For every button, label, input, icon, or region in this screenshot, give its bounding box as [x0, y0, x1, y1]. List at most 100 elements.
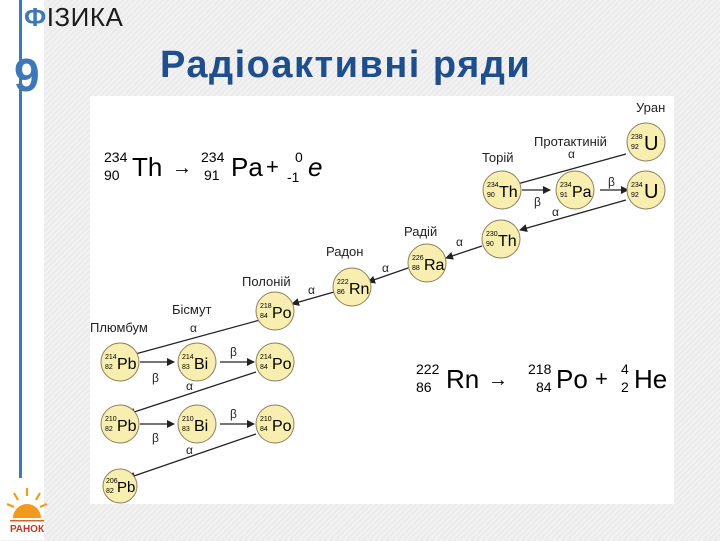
arrow-u238-th234 [509, 153, 627, 188]
nuclide-ra226-symbol: Ra [424, 257, 445, 274]
eq2-plus: + [595, 366, 608, 391]
nuclide-rn222-symbol: Rn [349, 281, 369, 298]
nuclide-u234-charge: 92 [631, 192, 639, 199]
nuclide-th230: 230 90 Th [481, 219, 521, 259]
eq1-pa-charge: 91 [204, 167, 220, 183]
nuclide-po210-mass: 210 [260, 416, 272, 423]
nuclide-u234-symbol: U [644, 181, 658, 203]
nuclide-rn222-mass: 222 [337, 279, 349, 286]
decay-type-labels: α β β α α α α α β β α β β α [152, 147, 615, 457]
decay-alpha-7: α [186, 379, 193, 393]
label-polonium: Полоній [242, 274, 291, 289]
nuclide-th234-charge: 90 [487, 192, 495, 199]
sidebar-accent-strip [19, 0, 22, 478]
nuclide-pb210-symbol: Pb [117, 418, 137, 435]
label-thorium: Торій [482, 150, 514, 165]
arrow-rn222-po218 [291, 291, 335, 306]
sidebar [0, 0, 44, 540]
decay-alpha-1: α [568, 147, 575, 161]
eq1-pa-symbol: Pa [231, 152, 263, 182]
nuclide-u234: 234 92 U [626, 170, 666, 210]
eq2-po-charge: 84 [536, 379, 552, 395]
nuclide-th234-mass: 234 [487, 182, 499, 189]
eq1-e-mass: 0 [295, 149, 303, 165]
decay-beta-3: β [152, 371, 159, 385]
nuclide-u238-mass: 238 [631, 134, 643, 141]
nuclide-ra226: 226 88 Ra [407, 243, 447, 283]
nuclide-bi210-charge: 83 [182, 426, 190, 433]
nuclide-pb210-charge: 82 [105, 426, 113, 433]
arrow-th230-ra226 [445, 245, 483, 260]
eq1-pa-mass: 234 [201, 149, 225, 165]
eq2-he-symbol: He [634, 364, 667, 394]
nuclide-ra226-mass: 226 [412, 255, 424, 262]
nuclide-po218-symbol: Po [272, 305, 292, 322]
eq2-he-charge: 2 [621, 379, 629, 395]
label-bismuth: Бісмут [172, 302, 212, 317]
eq2-rn-symbol: Rn [446, 364, 479, 394]
eq2-arrow: → [488, 369, 508, 391]
nuclide-po218-charge: 84 [260, 313, 268, 320]
nuclide-pa234-mass: 234 [560, 182, 572, 189]
nuclide-bi210-symbol: Bi [194, 418, 208, 435]
nuclide-u238-charge: 92 [631, 144, 639, 151]
nuclide-po210-symbol: Po [272, 418, 292, 435]
nuclide-bi210-mass: 210 [182, 416, 194, 423]
nuclide-ra226-charge: 88 [412, 265, 420, 272]
eq2-he-mass: 4 [621, 361, 629, 377]
eq2-rn-charge: 86 [416, 379, 432, 395]
nuclide-pb210-mass: 210 [105, 416, 117, 423]
decay-alpha-6: α [190, 321, 197, 335]
eq1-plus: + [266, 154, 279, 179]
series-labels: Уран Протактиній Торій Радій Радон Полон… [90, 100, 665, 335]
decay-series-diagram: 234 90 Th → 234 91 Pa + 0 -1 e 222 86 Rn… [90, 100, 667, 504]
decay-alpha-5: α [308, 283, 315, 297]
decay-arrows [127, 153, 629, 480]
publisher-sun-icon: РАНОК [6, 488, 48, 535]
grade-number: 9 [14, 49, 40, 101]
nuclide-pa234-symbol: Pa [572, 184, 592, 201]
eq1-electron-symbol: e [308, 152, 322, 182]
nuclide-bi214-symbol: Bi [194, 356, 208, 373]
eq1-th-charge: 90 [104, 167, 120, 183]
arrow-po210-pb206 [127, 433, 257, 480]
arrow-po214-pb210 [127, 371, 257, 416]
decay-alpha-3: α [456, 235, 463, 249]
nuclide-po214: 214 84 Po [255, 342, 295, 382]
brand-title: ФІЗИКА [24, 2, 123, 33]
nuclide-u234-mass: 234 [631, 182, 643, 189]
nuclide-pb206: 206 82 Pb [102, 468, 138, 504]
nuclide-po210: 210 84 Po [255, 404, 295, 444]
nuclide-pb214-mass: 214 [105, 354, 117, 361]
nuclide-po214-mass: 214 [260, 354, 272, 361]
brand-title-rest: ІЗИКА [46, 2, 124, 32]
nuclide-po214-charge: 84 [260, 364, 268, 371]
nuclide-th230-charge: 90 [486, 241, 494, 248]
eq1-th-symbol: Th [132, 152, 162, 182]
nuclide-circles: 238 92 U 234 90 Th 234 91 Pa 234 92 U 23… [100, 122, 666, 504]
label-radon: Радон [326, 244, 363, 259]
nuclide-u238-symbol: U [644, 133, 658, 155]
nuclide-bi214-mass: 214 [182, 354, 194, 361]
label-radium: Радій [404, 224, 437, 239]
arrow-u234-th230 [519, 199, 627, 232]
nuclide-po218-mass: 218 [260, 303, 272, 310]
decay-beta-1: β [534, 195, 541, 209]
nuclide-pb214-charge: 82 [105, 364, 113, 371]
nuclide-th230-symbol: Th [498, 233, 517, 250]
label-uranium: Уран [636, 100, 665, 115]
eq1-arrow: → [172, 157, 192, 179]
diagram-canvas: 234 90 Th → 234 91 Pa + 0 -1 e 222 86 Rn… [90, 96, 674, 504]
eq1-th-mass: 234 [104, 149, 128, 165]
decay-beta-4: β [230, 345, 237, 359]
decay-alpha-8: α [186, 443, 193, 457]
decay-beta-2: β [608, 175, 615, 189]
nuclide-th234: 234 90 Th [482, 170, 522, 210]
arrow-po218-pb214 [127, 319, 261, 359]
nuclide-po210-charge: 84 [260, 426, 268, 433]
nuclide-bi210: 210 83 Bi [177, 404, 217, 444]
nuclide-pb210: 210 82 Pb [100, 404, 140, 444]
brand-title-initial: Ф [24, 2, 47, 32]
label-lead: Плюмбум [90, 320, 148, 335]
decay-beta-6: β [230, 407, 237, 421]
